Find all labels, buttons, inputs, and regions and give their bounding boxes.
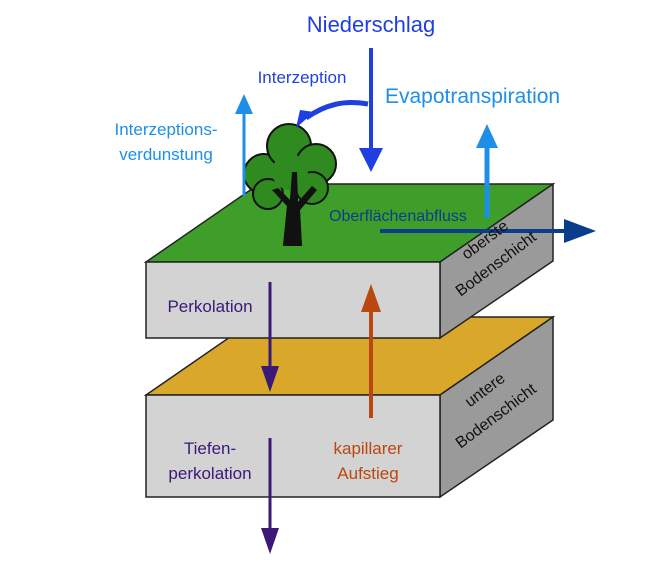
upper-layer-front-face: [145, 261, 441, 339]
evapotranspiration-arrow: [476, 124, 498, 218]
interception-evaporation-arrow: [235, 94, 253, 196]
deep-percolation-arrow: [261, 438, 279, 554]
capillary-rise-arrow: [361, 284, 381, 418]
label-tiefenperkolation-2: perkolation: [168, 464, 251, 483]
label-interzeptionsverdunstung-1: Interzeptions-: [115, 120, 218, 139]
label-interzeption: Interzeption: [258, 68, 347, 87]
label-kapillarer-1: kapillarer: [334, 439, 403, 458]
label-perkolation: Perkolation: [167, 297, 252, 316]
precipitation-arrow: [359, 48, 383, 172]
label-oberflaechenabfluss: Oberflächenabfluss: [329, 208, 467, 225]
interception-arrow: [296, 100, 369, 128]
label-tiefenperkolation-1: Tiefen-: [184, 439, 236, 458]
lower-layer-front-face: [145, 394, 441, 498]
tree-icon: [243, 123, 337, 246]
label-evapotranspiration: Evapotranspiration: [385, 85, 560, 108]
percolation-arrow: [261, 282, 279, 392]
upper-soil-layer: [143, 182, 556, 340]
surface-runoff-arrow: [380, 219, 596, 243]
label-interzeptionsverdunstung-2: verdunstung: [119, 145, 213, 164]
label-kapillarer-2: Aufstieg: [337, 464, 398, 483]
label-niederschlag: Niederschlag: [307, 12, 435, 37]
